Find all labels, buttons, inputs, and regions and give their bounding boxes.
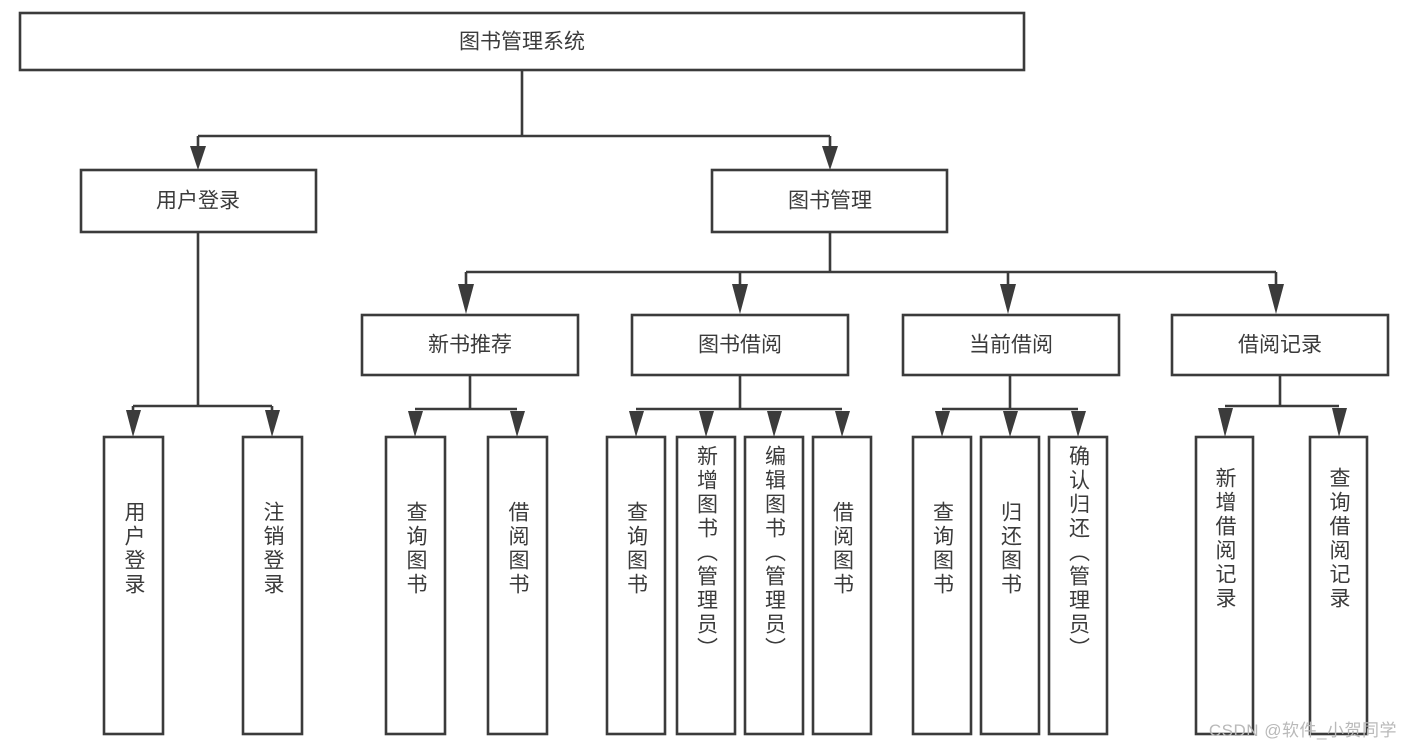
- node-book-borrow[interactable]: 图书借阅: [630, 313, 850, 377]
- arrow-head-leaf-borrow-book-1: [510, 411, 525, 437]
- arrow-head-leaf-query-book-1: [408, 411, 423, 437]
- arrow-head-leaf-user-login: [126, 410, 141, 437]
- arrow-head-book-management: [822, 146, 838, 170]
- node-leaf-user-login-box[interactable]: [102, 435, 165, 736]
- node-borrow-record-label: 借阅记录: [1238, 334, 1322, 357]
- node-new-book-recommend[interactable]: 新书推荐: [360, 313, 580, 377]
- node-new-book-recommend-label: 新书推荐: [428, 334, 512, 357]
- node-borrow-record[interactable]: 借阅记录: [1170, 313, 1390, 377]
- node-leaf-query-book-2-box[interactable]: [605, 435, 667, 736]
- node-user-login[interactable]: 用户登录: [79, 168, 318, 234]
- node-book-borrow-box[interactable]: [630, 313, 850, 377]
- node-book-management-box[interactable]: [710, 168, 949, 234]
- arrow-head-leaf-add-book: [699, 411, 714, 437]
- arrow-head-user-login: [190, 146, 206, 170]
- arrow-head-leaf-edit-book: [767, 411, 782, 437]
- csdn-watermark: CSDN @软件_小贺同学: [1208, 721, 1397, 740]
- node-book-management[interactable]: 图书管理: [710, 168, 949, 234]
- arrow-head-leaf-query-record: [1332, 408, 1347, 437]
- node-leaf-query-book-1-box[interactable]: [384, 435, 447, 736]
- node-book-borrow-label: 图书借阅: [698, 334, 782, 357]
- node-root-label: 图书管理系统: [459, 31, 585, 54]
- arrow-head-leaf-confirm-return: [1071, 411, 1086, 437]
- node-leaf-edit-book-box[interactable]: [743, 435, 805, 736]
- node-leaf-query-record-box[interactable]: [1308, 435, 1369, 736]
- node-current-borrow-box[interactable]: [901, 313, 1121, 377]
- node-leaf-user-logout-box[interactable]: [241, 435, 304, 736]
- leaf-box-group: [102, 435, 1369, 736]
- node-leaf-borrow-book-2-box[interactable]: [811, 435, 873, 736]
- node-leaf-add-book-box[interactable]: [675, 435, 737, 736]
- arrow-head-borrow-record: [1268, 284, 1284, 314]
- node-borrow-record-box[interactable]: [1170, 313, 1390, 377]
- node-leaf-add-record-box[interactable]: [1194, 435, 1255, 736]
- node-leaf-return-book-box[interactable]: [979, 435, 1041, 736]
- arrow-head-leaf-user-logout: [265, 410, 280, 437]
- connector-group: [126, 70, 1347, 437]
- node-user-login-label: 用户登录: [156, 190, 240, 213]
- arrow-head-leaf-add-record: [1218, 408, 1233, 437]
- node-current-borrow[interactable]: 当前借阅: [901, 313, 1121, 377]
- node-root[interactable]: 图书管理系统: [18, 11, 1026, 72]
- node-new-book-recommend-box[interactable]: [360, 313, 580, 377]
- node-root-box[interactable]: [18, 11, 1026, 72]
- node-current-borrow-label: 当前借阅: [969, 334, 1053, 357]
- node-leaf-borrow-book-1-box[interactable]: [486, 435, 549, 736]
- node-user-login-box[interactable]: [79, 168, 318, 234]
- arrow-head-new-book-recommend: [458, 284, 474, 314]
- arrow-head-leaf-borrow-book-2: [835, 411, 850, 437]
- arrow-head-book-borrow: [732, 284, 748, 314]
- arrow-head-current-borrow: [1000, 284, 1016, 314]
- arrow-head-leaf-query-book-3: [935, 411, 950, 437]
- node-leaf-confirm-return-box[interactable]: [1047, 435, 1109, 736]
- node-book-management-label: 图书管理: [788, 190, 872, 213]
- arrow-head-leaf-query-book-2: [629, 411, 644, 437]
- arrow-head-leaf-return-book: [1003, 411, 1018, 437]
- node-leaf-query-book-3-box[interactable]: [911, 435, 973, 736]
